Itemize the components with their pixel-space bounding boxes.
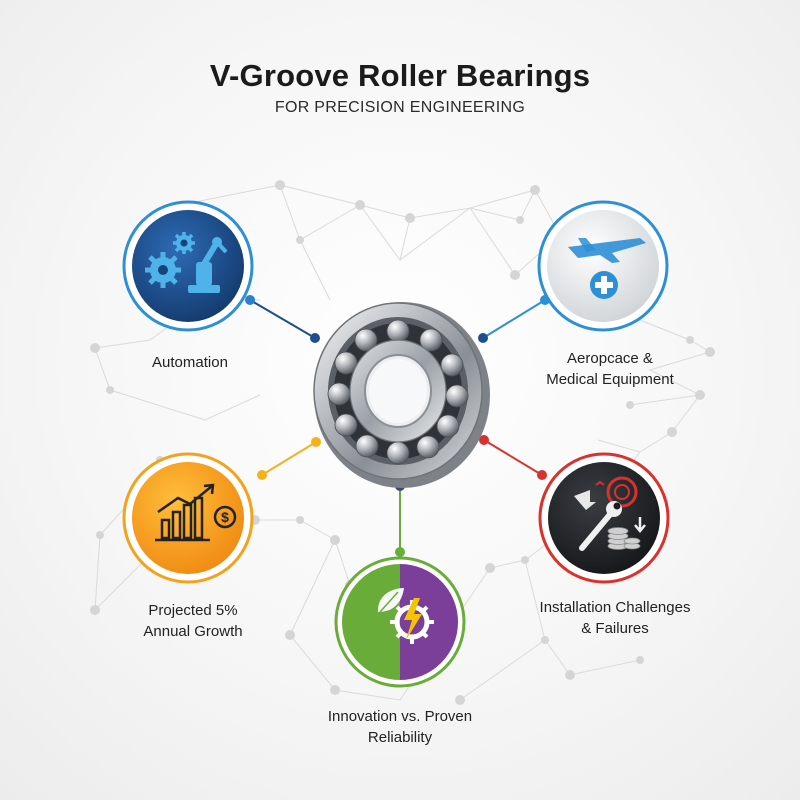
installation-label: Installation Challenges & Failures: [520, 597, 710, 639]
leaf-gear-lightning-icon: [378, 588, 434, 644]
growth-label: Projected 5% Annual Growth: [118, 600, 268, 642]
aerospace-node: [537, 200, 669, 332]
svg-text:$: $: [221, 509, 229, 525]
connector-aerospace: [478, 295, 550, 343]
installation-label-line2: & Failures: [581, 620, 649, 637]
growth-chart-dollar-icon: $: [155, 483, 237, 542]
growth-label-line2: Annual Growth: [143, 623, 243, 640]
page-subtitle: FOR PRECISION ENGINEERING: [274, 99, 526, 116]
innovation-label-line2: Reliability: [367, 729, 433, 746]
innovation-node: [334, 556, 466, 688]
connector-installation: [479, 435, 547, 480]
page-title: V-Groove Roller Bearings: [209, 58, 591, 93]
growth-label-line1: Projected 5%: [148, 602, 238, 619]
aerospace-label-line1: Aeropcace &: [567, 350, 653, 367]
installation-node: [538, 452, 670, 584]
connector-automation: [245, 295, 320, 343]
automation-node: [122, 200, 254, 332]
connector-growth: [257, 437, 321, 480]
ball-bearing-icon: [313, 302, 490, 488]
aerospace-label: Aeropcace & Medical Equipment: [525, 348, 695, 390]
airplane-medical-cross-icon: [568, 238, 646, 299]
innovation-label-line1: Innovation vs. Proven: [327, 708, 473, 725]
automation-label: Automation: [152, 354, 228, 371]
aerospace-label-line2: Medical Equipment: [546, 371, 674, 388]
gears-robot-arm-icon: [145, 232, 228, 293]
installation-label-line1: Installation Challenges: [539, 599, 691, 616]
wrench-coins-icon: [574, 476, 646, 551]
growth-node: $: [122, 452, 254, 584]
connector-innovation: [395, 481, 405, 557]
innovation-label: Innovation vs. Proven Reliability: [310, 706, 490, 748]
